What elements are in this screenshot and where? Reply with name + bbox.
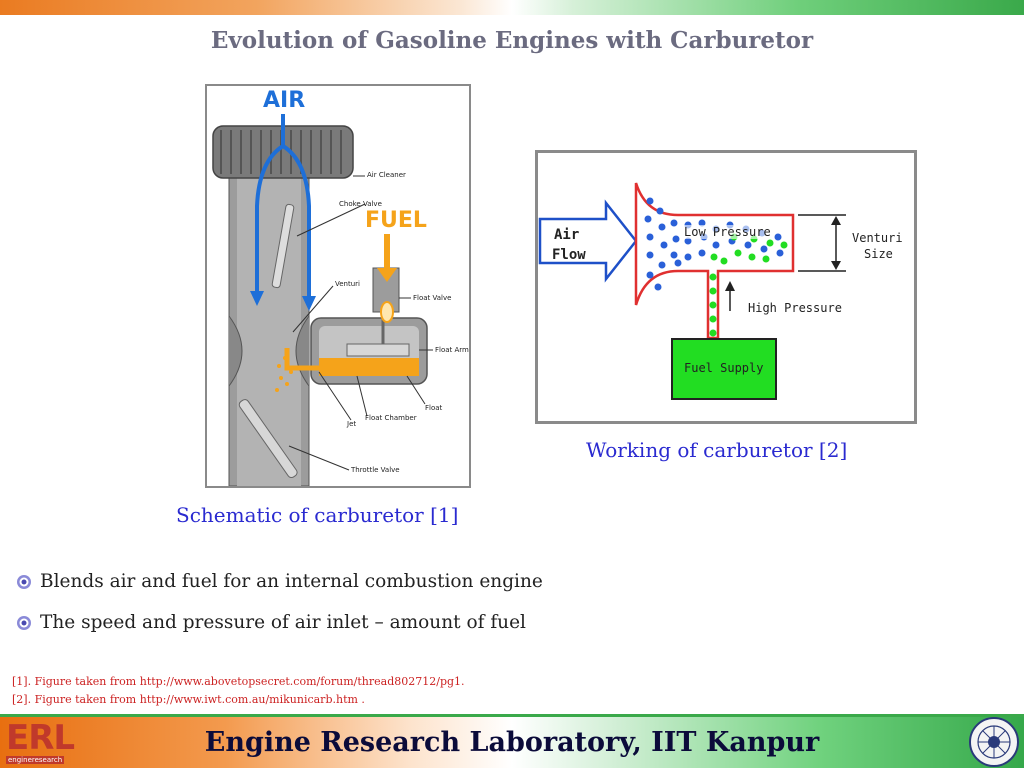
float-arm-label: Float Arm: [435, 346, 469, 354]
page-title: Evolution of Gasoline Engines with Carbu…: [210, 27, 814, 54]
footer-title: Engine Research Laboratory, IIT Kanpur: [204, 727, 820, 758]
erl-logo-text: ERL: [6, 718, 75, 758]
erl-logo: ERL engineresearch: [2, 718, 80, 766]
venturi-size-label-size: Size: [864, 247, 893, 261]
fuel-label: FUEL: [365, 208, 427, 233]
carburetor-schematic-figure: AIR FUEL Air Cleaner Choke Valve Venturi…: [205, 84, 471, 488]
bullet-text: Blends air and fuel for an internal comb…: [40, 571, 543, 592]
iitk-seal-logo: [968, 716, 1020, 768]
carburetor-schematic-diagram: [212, 114, 433, 487]
bullet-item: The speed and pressure of air inlet – am…: [16, 612, 526, 633]
spiral-bullet-icon: [17, 574, 31, 589]
float-chamber-label: Float Chamber: [365, 414, 417, 422]
carburetor-working-diagram: [538, 182, 846, 400]
figure1-caption: Schematic of carburetor [1]: [176, 503, 459, 527]
footer-divider: [0, 714, 1024, 717]
seal-icon: [969, 717, 1019, 767]
carburetor-working-figure: Air Flow Low Pressure High Pressure Vent…: [535, 150, 917, 424]
jet-label: Jet: [347, 420, 357, 428]
figure2-caption: Working of carburetor [2]: [586, 438, 848, 462]
top-gradient-bar: [0, 0, 1024, 15]
spiral-bullet-icon: [17, 615, 31, 630]
air-label: AIR: [263, 88, 306, 113]
fuel-supply-label: Fuel Supply: [684, 361, 764, 375]
footer-bar: Engine Research Laboratory, IIT Kanpur: [0, 714, 1024, 768]
air-flow-label-flow: Flow: [552, 247, 586, 263]
high-pressure-label: High Pressure: [748, 301, 842, 315]
float-valve-label: Float Valve: [413, 294, 452, 302]
bullet-item: Blends air and fuel for an internal comb…: [16, 571, 543, 592]
venturi-label: Venturi: [335, 280, 360, 288]
low-pressure-label: Low Pressure: [684, 225, 771, 239]
air-cleaner-label: Air Cleaner: [367, 171, 406, 179]
reference-1: [1]. Figure taken from http://www.abovet…: [12, 675, 465, 688]
erl-logo-subtext: engineresearch: [6, 756, 65, 764]
reference-2: [2]. Figure taken from http://www.iwt.co…: [12, 693, 365, 706]
venturi-size-label: Venturi: [852, 231, 903, 245]
choke-valve-label: Choke Valve: [339, 200, 382, 208]
air-flow-label-air: Air: [554, 227, 580, 243]
float-label: Float: [425, 404, 443, 412]
throttle-valve-label: Throttle Valve: [351, 466, 400, 474]
bullet-text: The speed and pressure of air inlet – am…: [40, 612, 526, 633]
